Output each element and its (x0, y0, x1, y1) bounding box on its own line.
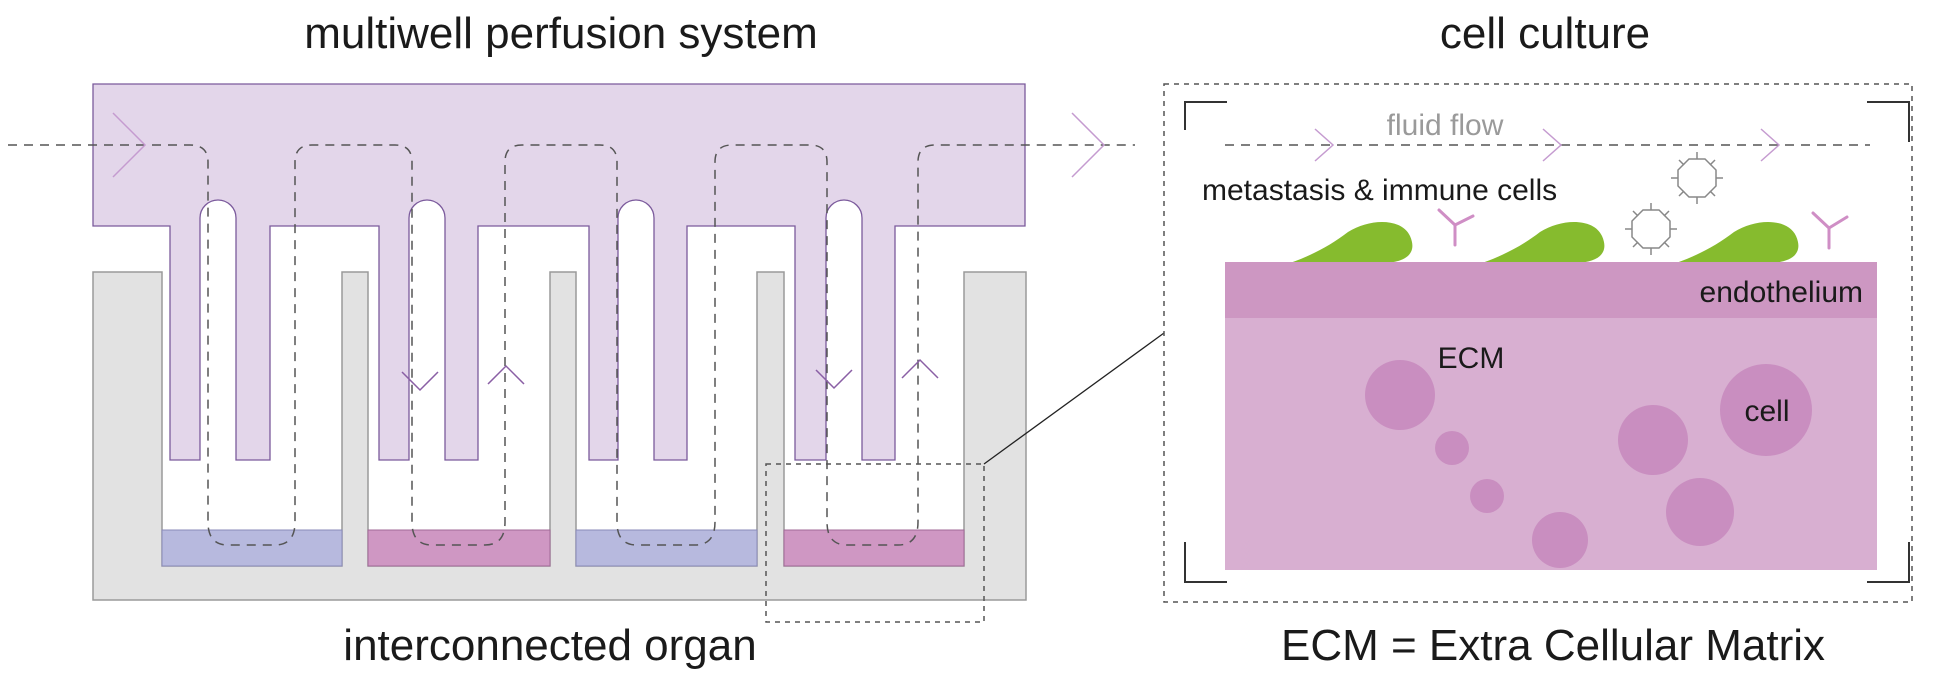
zoom-connector (983, 332, 1165, 465)
flow-arrows (112, 112, 1106, 392)
ecm-label: ECM (1438, 342, 1505, 375)
cell-1 (1365, 360, 1435, 430)
flow-path (8, 144, 1870, 546)
flow-arrow-down-1 (401, 371, 439, 392)
right-title: cell culture (1440, 9, 1650, 58)
immune-cell-2 (1625, 203, 1677, 255)
ecm-cells (1365, 360, 1812, 568)
flow-arrow-1 (112, 112, 147, 178)
left-title: multiwell perfusion system (304, 9, 818, 58)
metastasis-cell-1 (1290, 221, 1413, 263)
endothelium-label: endothelium (1700, 276, 1863, 309)
cell-5 (1618, 405, 1688, 475)
corner-brackets (1184, 101, 1910, 583)
antibody-2 (1811, 211, 1849, 250)
cell-3 (1470, 479, 1504, 513)
fluid-flow-label: fluid flow (1387, 109, 1504, 142)
cell-culture-panel: fluid flow metastasis & immune cells (1163, 83, 1913, 603)
well-1 (161, 529, 343, 567)
endothelium-layer (1225, 262, 1877, 318)
cell-7 (1720, 364, 1812, 456)
fluid-flow-arrows (1314, 128, 1781, 162)
flow-arrow-2 (1071, 112, 1106, 178)
metastasis-label: metastasis & immune cells (1202, 174, 1557, 207)
flow-arrow-up-1 (487, 364, 525, 385)
metastasis-cell-3 (1676, 221, 1799, 263)
metastasis-cell-2 (1482, 221, 1605, 263)
antibodies (1437, 208, 1849, 250)
flow-arrow-down-2 (815, 369, 853, 390)
flow-arrow-up-2 (901, 358, 939, 379)
immune-cell-1 (1671, 152, 1723, 204)
zoom-region (765, 463, 985, 623)
metastasis-cells (1290, 221, 1799, 263)
organ-wells (161, 529, 965, 567)
zoom-callout (765, 332, 1165, 623)
well-4 (783, 529, 965, 567)
panel-frame (1163, 83, 1913, 603)
antibody-1 (1437, 208, 1475, 247)
cell-2 (1435, 431, 1469, 465)
cell-4 (1532, 512, 1588, 568)
immune-cells (1625, 152, 1723, 255)
bottom-right-title: ECM = Extra Cellular Matrix (1281, 621, 1825, 670)
cell-6 (1666, 478, 1734, 546)
bottom-left-title: interconnected organ (343, 621, 756, 670)
well-2 (367, 529, 551, 567)
cell-label: cell (1744, 395, 1789, 428)
well-3 (575, 529, 758, 567)
